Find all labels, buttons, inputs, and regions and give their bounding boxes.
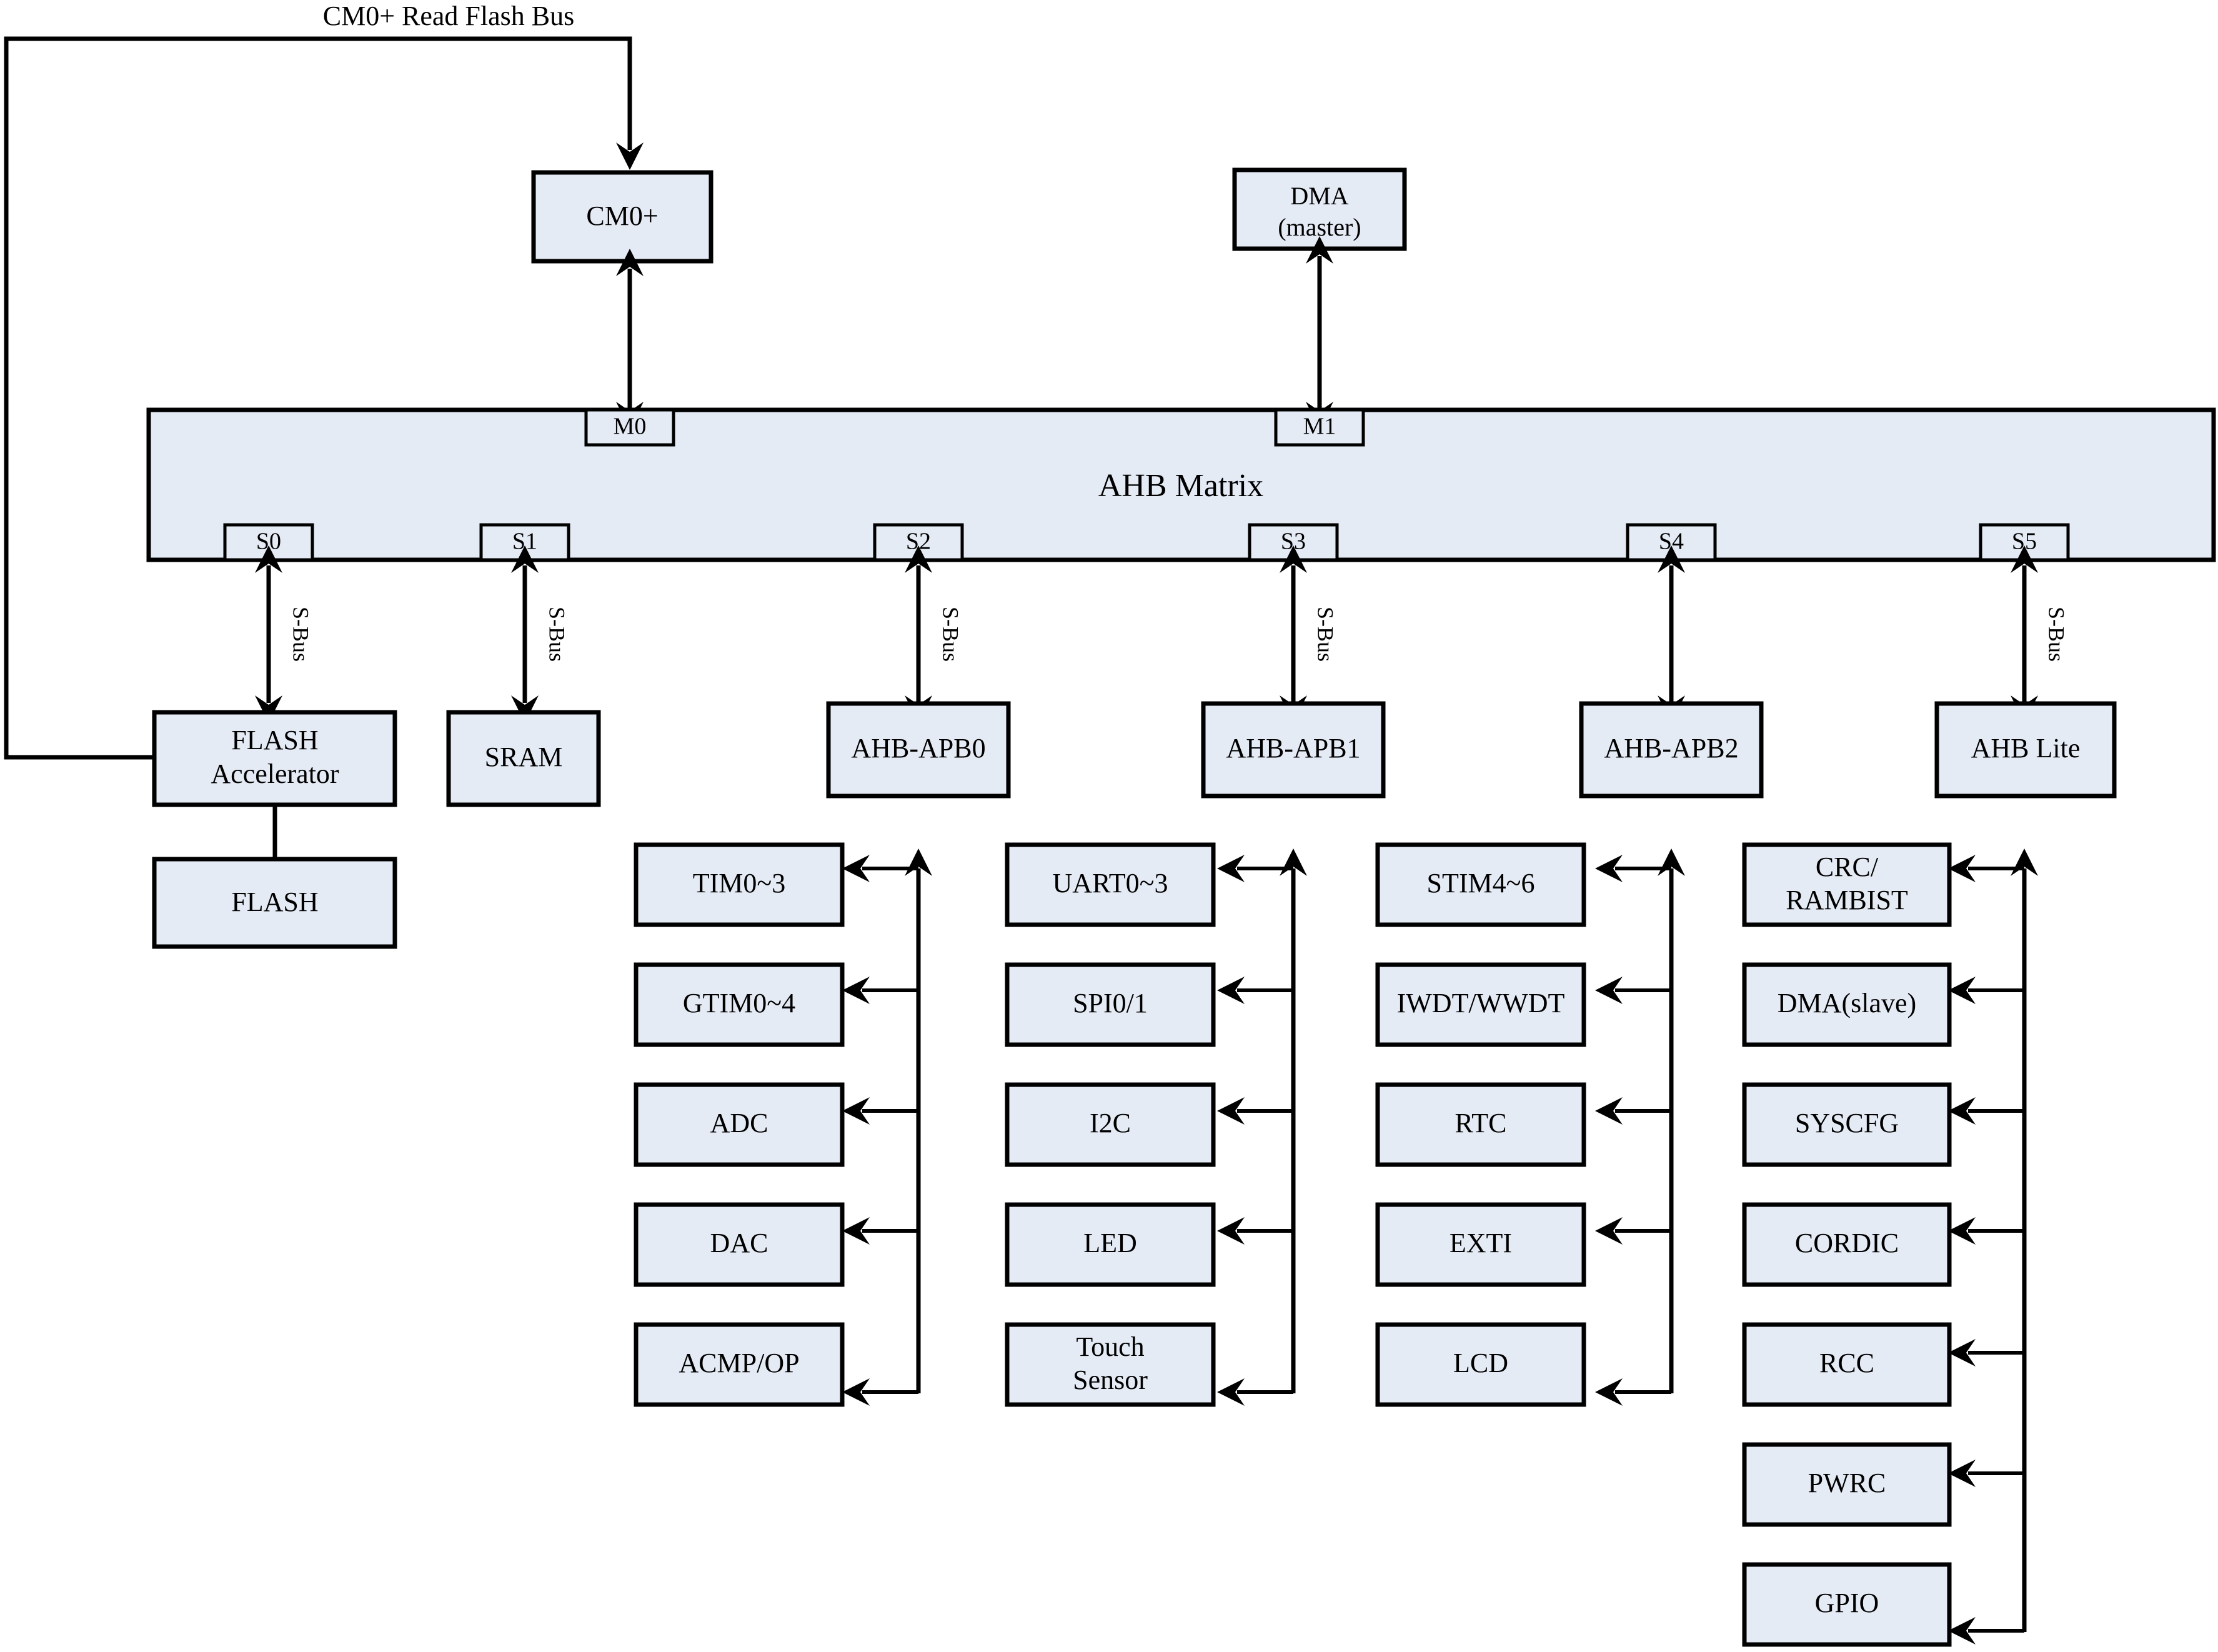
bus-title-label: CM0+ Read Flash Bus (323, 1, 575, 31)
bridge-box-ahb-lite[interactable]: AHB Lite (1934, 701, 2117, 799)
slave-label-flash-accel-line2: Accelerator (211, 759, 339, 789)
slave-box-flash-accelerator[interactable]: FLASH Accelerator (152, 710, 397, 807)
peripheral-label-stim4-6: STIM4~6 (1427, 868, 1535, 898)
peripheral-label-uart0-3: UART0~3 (1053, 868, 1168, 898)
peripheral-label-touch-line1: Touch (1076, 1331, 1144, 1362)
ahb-matrix-label: AHB Matrix (1098, 468, 1263, 504)
peripheral-label-adc: ADC (710, 1108, 768, 1138)
peripheral-box-led[interactable]: LED (1005, 1202, 1216, 1287)
peripheral-box-spi0-1[interactable]: SPI0/1 (1005, 962, 1216, 1047)
peripheral-box-rcc[interactable]: RCC (1742, 1322, 1952, 1407)
peripheral-label-rcc: RCC (1819, 1348, 1874, 1378)
peripheral-box-stim4-6[interactable]: STIM4~6 (1375, 842, 1586, 927)
peripheral-label-acmp-op: ACMP/OP (679, 1348, 799, 1378)
bridge-label-ahb-apb0: AHB-APB0 (851, 733, 985, 764)
slave-box-sram[interactable]: SRAM (446, 710, 601, 807)
bridge-box-ahb-apb0[interactable]: AHB-APB0 (826, 701, 1011, 799)
peripheral-box-touch-sensor[interactable]: Touch Sensor (1005, 1322, 1216, 1407)
sbus-wire-s4 (1658, 545, 1685, 723)
sbus-label-s2: S-Bus (938, 607, 963, 662)
peripheral-label-dma-slave: DMA(slave) (1778, 988, 1916, 1018)
peripheral-label-tim0-3: TIM0~3 (693, 868, 785, 898)
peripheral-label-gtim0-4: GTIM0~4 (683, 988, 795, 1018)
peripheral-box-tim0-3[interactable]: TIM0~3 (634, 842, 845, 927)
peripheral-box-rtc[interactable]: RTC (1375, 1082, 1586, 1167)
peripheral-box-crc-rambist[interactable]: CRC/ RAMBIST (1742, 842, 1952, 927)
peripheral-box-i2c[interactable]: I2C (1005, 1082, 1216, 1167)
master-label-cm0p: CM0+ (586, 201, 658, 231)
master-box-dma[interactable]: DMA (master) (1232, 167, 1407, 251)
master-box-cm0p[interactable]: CM0+ (531, 170, 714, 264)
flash-memory-label: FLASH (231, 887, 318, 917)
sbus-label-s1: S-Bus (545, 607, 570, 662)
peripheral-label-i2c: I2C (1090, 1108, 1131, 1138)
bridge-box-ahb-apb1[interactable]: AHB-APB1 (1201, 701, 1386, 799)
peripheral-box-uart0-3[interactable]: UART0~3 (1005, 842, 1216, 927)
peripheral-label-crc-line1: CRC/ (1816, 852, 1879, 882)
dma-to-m1-wire (1306, 236, 1333, 429)
peripheral-label-dac: DAC (710, 1228, 768, 1258)
sbus-wire-s1 (511, 545, 539, 723)
ahb-lite-bus-trunk (1948, 848, 2038, 1645)
peripheral-box-acmp-op[interactable]: ACMP/OP (634, 1322, 845, 1407)
sbus-wire-s0 (255, 545, 282, 723)
bridge-label-ahb-lite: AHB Lite (1971, 733, 2081, 764)
sbus-wire-s5 (2011, 545, 2038, 723)
matrix-port-m0: M0 (584, 408, 675, 447)
peripheral-label-lcd: LCD (1453, 1348, 1508, 1378)
sbus-label-s0: S-Bus (289, 607, 314, 662)
peripheral-box-dma-slave[interactable]: DMA(slave) (1742, 962, 1952, 1047)
peripheral-label-exti: EXTI (1450, 1228, 1512, 1258)
peripheral-label-iwdt-wwdt: IWDT/WWDT (1397, 988, 1565, 1018)
ahb-matrix[interactable]: AHB Matrix (146, 407, 2216, 562)
sbus-label-s3: S-Bus (1313, 607, 1338, 662)
peripheral-label-syscfg: SYSCFG (1795, 1108, 1899, 1138)
matrix-port-s4: S4 (1626, 523, 1717, 562)
peripheral-label-touch-line2: Sensor (1073, 1365, 1148, 1395)
peripheral-label-cordic: CORDIC (1795, 1228, 1899, 1258)
peripheral-box-pwrc[interactable]: PWRC (1742, 1442, 1952, 1527)
bridge-box-ahb-apb2[interactable]: AHB-APB2 (1579, 701, 1764, 799)
apb0-bus-trunk (842, 848, 932, 1406)
sbus-wire-s3 (1280, 545, 1307, 723)
matrix-port-label-m0: M0 (614, 414, 647, 440)
slave-label-flash-accel-line1: FLASH (231, 725, 318, 755)
peripheral-label-gpio: GPIO (1815, 1588, 1879, 1618)
sbus-wire-s2 (905, 545, 932, 723)
apb2-bus-trunk (1595, 848, 1685, 1406)
sbus-label-s5: S-Bus (2044, 607, 2069, 662)
peripheral-box-lcd[interactable]: LCD (1375, 1322, 1586, 1407)
flash-memory-box[interactable]: FLASH (152, 857, 397, 949)
peripheral-box-iwdt-wwdt[interactable]: IWDT/WWDT (1375, 962, 1586, 1047)
peripheral-box-gtim0-4[interactable]: GTIM0~4 (634, 962, 845, 1047)
cm0p-read-flash-bus-wire (4, 36, 644, 760)
peripheral-label-crc-line2: RAMBIST (1786, 885, 1908, 915)
matrix-port-label-m1: M1 (1303, 414, 1336, 440)
peripheral-box-dac[interactable]: DAC (634, 1202, 845, 1287)
peripheral-box-cordic[interactable]: CORDIC (1742, 1202, 1952, 1287)
peripheral-box-exti[interactable]: EXTI (1375, 1202, 1586, 1287)
cm0p-to-m0-wire (616, 249, 644, 429)
slave-label-sram: SRAM (485, 742, 563, 772)
peripheral-box-syscfg[interactable]: SYSCFG (1742, 1082, 1952, 1167)
peripheral-box-gpio[interactable]: GPIO (1742, 1562, 1952, 1647)
master-label-dma-line1: DMA (1290, 182, 1348, 210)
peripheral-box-adc[interactable]: ADC (634, 1082, 845, 1167)
peripheral-label-rtc: RTC (1455, 1108, 1507, 1138)
bridge-label-ahb-apb2: AHB-APB2 (1604, 733, 1738, 764)
matrix-port-m1: M1 (1274, 408, 1365, 447)
bridge-label-ahb-apb1: AHB-APB1 (1226, 733, 1360, 764)
apb1-bus-trunk (1217, 848, 1307, 1406)
peripheral-label-led: LED (1083, 1228, 1137, 1258)
peripheral-label-pwrc: PWRC (1808, 1468, 1886, 1498)
peripheral-label-spi0-1: SPI0/1 (1073, 988, 1148, 1018)
